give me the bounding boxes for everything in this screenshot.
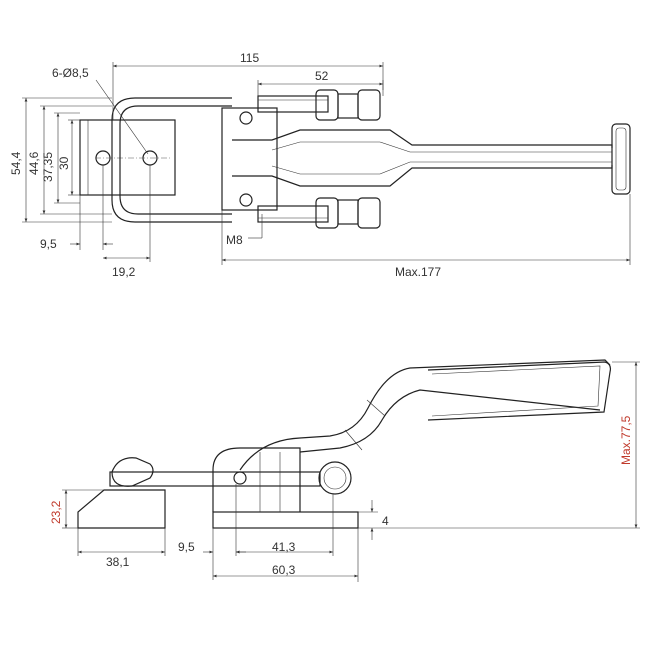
lever-grip: [427, 361, 612, 421]
threaded-rod-bottom: [257, 205, 329, 223]
dim-thread: M8: [226, 233, 243, 247]
top-view: 115 52 6-Ø8,5 54,4 44,6 37,35 30 9,5: [9, 51, 631, 279]
dim-bolt-span: 52: [315, 69, 329, 83]
hook-rod: [109, 471, 321, 487]
lever-arm: [239, 359, 611, 471]
latch-body: [221, 107, 278, 211]
dim-plate-width: 38,1: [106, 555, 130, 569]
hex-nut: [315, 89, 339, 121]
dim-height-inner: 37,35: [41, 152, 55, 182]
hook-end: [111, 457, 154, 487]
hex-nut: [357, 197, 381, 229]
threaded-rod-top: [257, 95, 329, 113]
dim-max-height: Max.77,5: [619, 415, 633, 465]
hex-nut: [315, 197, 339, 229]
dim-height-slot: 30: [57, 156, 71, 170]
side-view: 23,2 4 Max.77,5 38,1 9,5 41,3 60,3: [49, 359, 640, 582]
side-nut: [318, 461, 352, 495]
dim-hole-callout: 6-Ø8,5: [52, 66, 89, 80]
hex-nut: [357, 89, 381, 121]
dim-height-mid: 44,6: [27, 151, 41, 175]
dim-offset-left: 9,5: [40, 237, 57, 251]
dim-max-length: Max.177: [395, 265, 441, 279]
catch-plate: [77, 489, 166, 529]
u-hook: [111, 97, 232, 223]
dim-offset: 9,5: [178, 540, 195, 554]
dim-base-length: 60,3: [272, 563, 296, 577]
t-grip: [611, 123, 631, 195]
dim-gap: 4: [382, 514, 389, 528]
base-plate-top: [79, 119, 176, 196]
dim-hole-spacing: 41,3: [272, 540, 296, 554]
dim-offset-hole: 19,2: [112, 265, 136, 279]
dim-height-base: 23,2: [49, 500, 63, 524]
dim-overall-length: 115: [240, 51, 259, 65]
dim-height-outer: 54,4: [9, 151, 23, 175]
pivot-pin: [233, 471, 247, 485]
latch-base-side: [212, 511, 359, 529]
